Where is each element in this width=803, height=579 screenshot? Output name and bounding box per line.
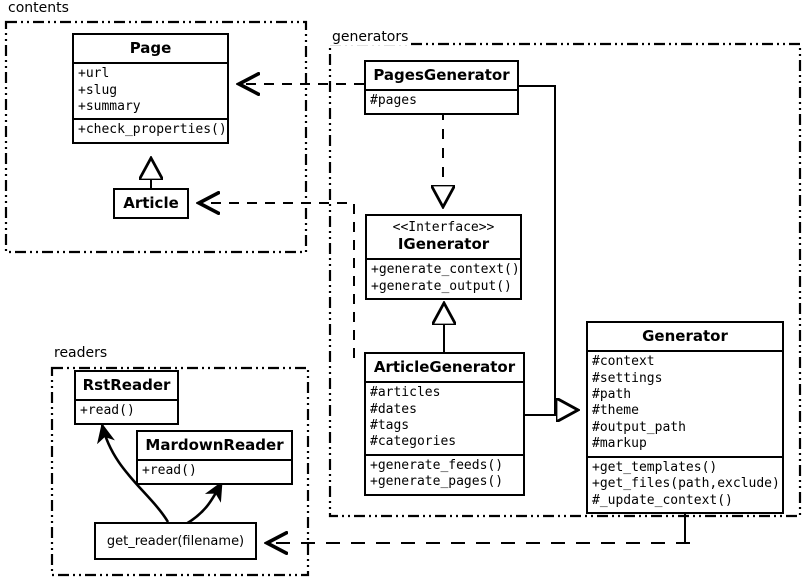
class-box-igenerator[interactable]: <<Interface>> IGenerator +generate_conte… xyxy=(365,214,522,300)
operation: #_update_context() xyxy=(592,492,733,508)
attribute: #theme xyxy=(592,403,639,419)
class-operations-rstreader: +read() xyxy=(76,399,177,422)
operation: +read() xyxy=(80,403,135,419)
attribute: +slug xyxy=(78,82,118,98)
class-operations-articlegenerator: +generate_feeds() +generate_pages() xyxy=(366,453,523,494)
attribute: #settings xyxy=(592,370,663,386)
attribute: #pages xyxy=(370,93,417,109)
operation: +check_properties() xyxy=(78,122,227,138)
class-box-articlegenerator[interactable]: ArticleGenerator #articles #dates #tags … xyxy=(364,352,525,496)
attribute: #articles xyxy=(370,385,441,401)
class-attributes-pagesgenerator: #pages xyxy=(366,89,517,112)
function-box-get-reader[interactable]: get_reader(filename) xyxy=(94,522,257,560)
class-box-mardownreader[interactable]: MardownReader +read() xyxy=(136,430,293,485)
class-box-generator[interactable]: Generator #context #settings #path #them… xyxy=(586,321,784,514)
relation-pagesgenerator-generator xyxy=(519,85,578,410)
class-stereotype-igenerator: <<Interface>> xyxy=(392,220,495,235)
package-label-readers: readers xyxy=(52,345,110,361)
class-box-pagesgenerator[interactable]: PagesGenerator #pages xyxy=(364,60,519,115)
operation: +get_templates() xyxy=(592,459,718,475)
attribute: #tags xyxy=(370,418,410,434)
class-name-igenerator: <<Interface>> IGenerator xyxy=(367,216,520,258)
relation-articlegenerator-generator xyxy=(525,410,578,415)
class-name-mardownreader: MardownReader xyxy=(145,436,284,454)
attribute: #output_path xyxy=(592,419,686,435)
class-name-article: Article xyxy=(123,194,179,212)
relation-get_reader-mardownreader xyxy=(185,481,224,526)
operation: +generate_context() xyxy=(371,262,520,278)
class-operations-igenerator: +generate_context() +generate_output() xyxy=(367,258,520,298)
class-box-page[interactable]: Page +url +slug +summary +check_properti… xyxy=(72,33,229,144)
class-operations-page: +check_properties() xyxy=(74,118,227,141)
package-border-readers xyxy=(50,366,310,577)
class-name-text: IGenerator xyxy=(397,234,490,253)
package-label-contents: contents xyxy=(6,0,71,16)
attribute: +summary xyxy=(78,99,141,115)
package-border-generators xyxy=(328,42,802,518)
class-attributes-generator: #context #settings #path #theme #output_… xyxy=(588,350,782,455)
class-attributes-page: +url +slug +summary xyxy=(74,62,227,118)
operation: +generate_output() xyxy=(371,278,512,294)
class-box-rstreader[interactable]: RstReader +read() xyxy=(74,370,179,425)
class-box-article[interactable]: Article xyxy=(113,188,189,220)
relation-get_reader-rstreader xyxy=(97,422,170,523)
function-label: get_reader(filename) xyxy=(106,533,245,549)
attribute: #context xyxy=(592,354,655,370)
attribute: #categories xyxy=(370,434,457,450)
operation: +generate_pages() xyxy=(370,474,504,490)
package-border-contents xyxy=(4,20,308,254)
attribute: #dates xyxy=(370,401,417,417)
operation: +read() xyxy=(142,463,197,479)
class-name-articlegenerator: ArticleGenerator xyxy=(373,358,516,376)
operation: +get_files(path,exclude) xyxy=(592,476,780,492)
class-attributes-articlegenerator: #articles #dates #tags #categories xyxy=(366,381,523,454)
class-operations-generator: +get_templates() +get_files(path,exclude… xyxy=(588,455,782,512)
package-label-generators: generators xyxy=(330,29,411,45)
class-operations-mardownreader: +read() xyxy=(138,459,291,482)
class-name-pagesgenerator: PagesGenerator xyxy=(373,66,510,84)
class-name-page: Page xyxy=(129,39,172,57)
attribute: #path xyxy=(592,387,632,403)
class-name-generator: Generator xyxy=(642,327,728,345)
attribute: +url xyxy=(78,66,110,82)
relation-generator-get_reader xyxy=(268,502,690,543)
attribute: #markup xyxy=(592,436,647,452)
class-name-rstreader: RstReader xyxy=(82,376,171,394)
operation: +generate_feeds() xyxy=(370,457,504,473)
relation-articlegenerator-article xyxy=(200,203,355,358)
